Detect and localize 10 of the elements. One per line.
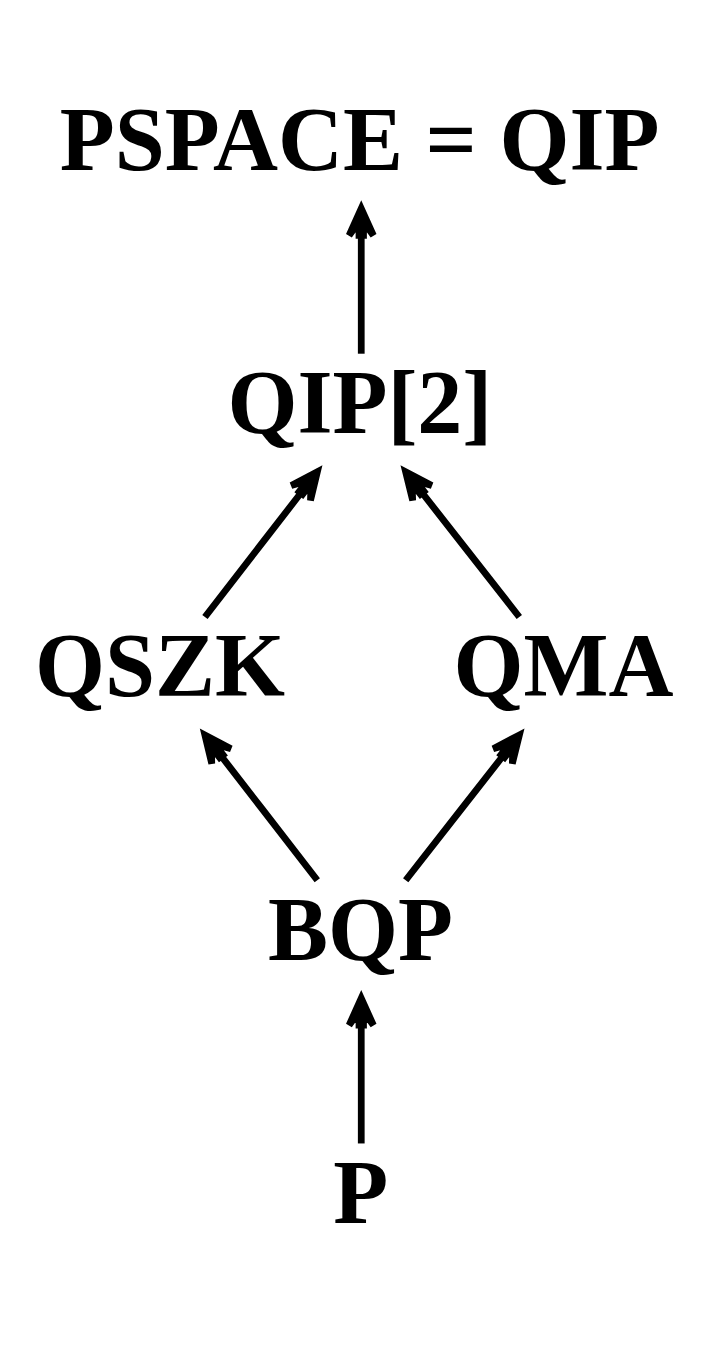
node-text: P (333, 1142, 389, 1242)
node-text: QIP[2] (227, 352, 493, 452)
node-text: QMA (453, 615, 674, 715)
arrow (403, 731, 523, 882)
arrow (202, 467, 321, 619)
node-text: QSZK (35, 615, 286, 715)
node-text: BQP (267, 879, 453, 978)
arrow (201, 731, 320, 882)
arrow (402, 467, 522, 619)
node-text: PSPACE = QIP (59, 89, 660, 189)
